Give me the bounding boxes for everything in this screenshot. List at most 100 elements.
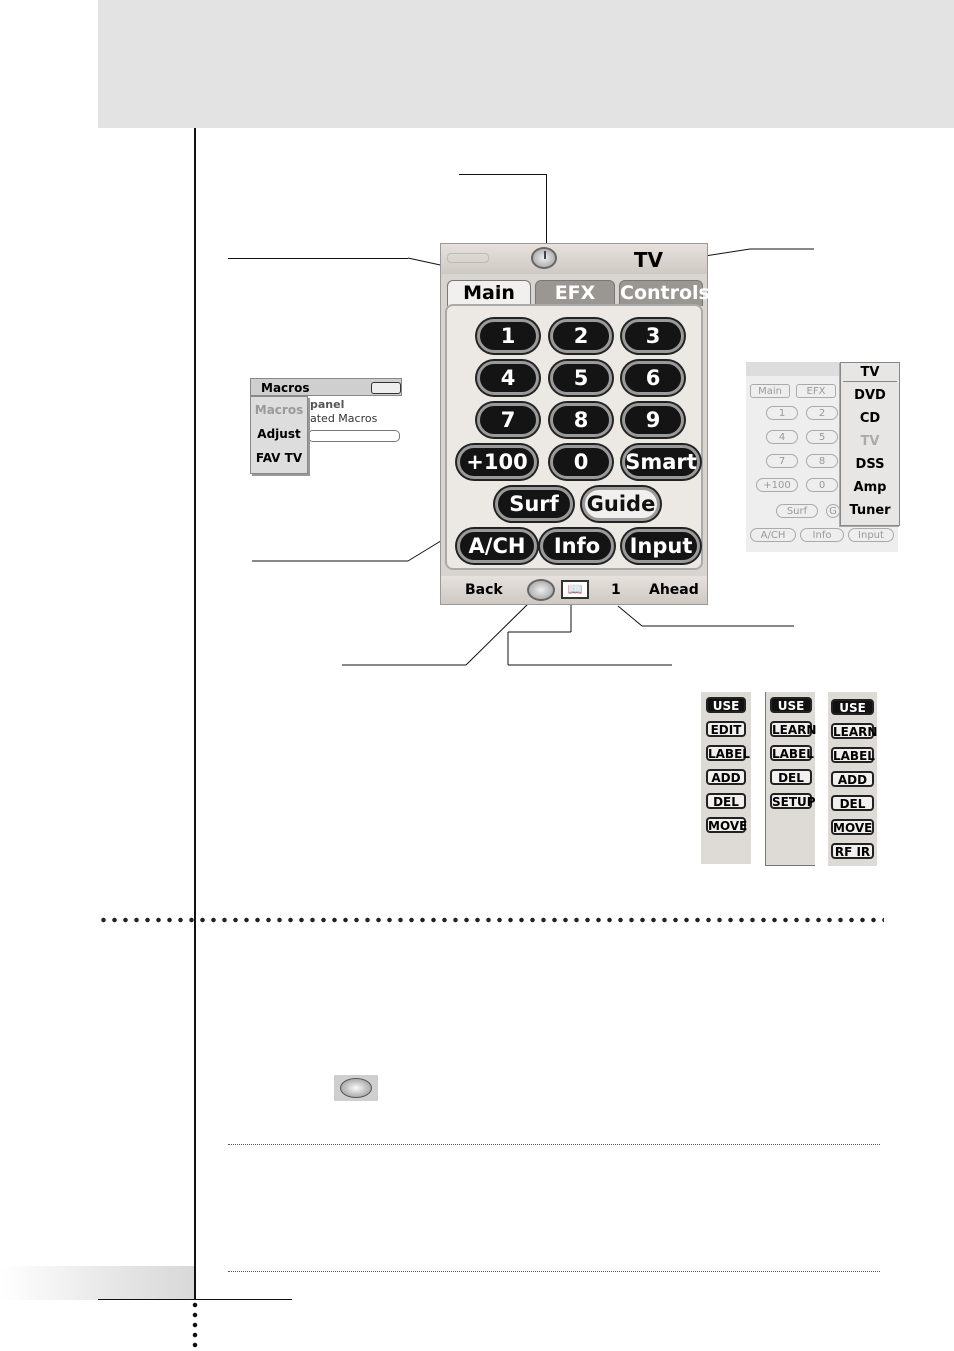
- ghost-key: 0: [806, 478, 838, 492]
- margin-rule: [194, 128, 196, 1300]
- book-icon[interactable]: 📖: [561, 580, 589, 599]
- mode-strip-3: USE LEARN LABEL ADD DEL MOVE RF IR: [828, 692, 877, 866]
- ghost-key: +100: [756, 478, 798, 492]
- key-plus100[interactable]: +100: [457, 445, 537, 479]
- ghost-key: 4: [766, 430, 798, 444]
- ghost-title-bar: [746, 362, 840, 376]
- header-band: [98, 0, 954, 128]
- device-item-cd[interactable]: CD: [859, 411, 881, 426]
- device-icon: [371, 382, 401, 394]
- surf-button[interactable]: Surf: [495, 487, 573, 521]
- ghost-key: 7: [766, 454, 798, 468]
- ghost-key: A/CH: [750, 528, 796, 542]
- mode-use-button[interactable]: USE: [706, 697, 746, 713]
- smart-button[interactable]: Smart: [622, 445, 700, 479]
- background-text: ated Macros: [310, 412, 378, 425]
- key-7[interactable]: 7: [477, 403, 539, 437]
- divider-dotted: [228, 1144, 880, 1146]
- input-button[interactable]: Input: [622, 529, 700, 563]
- ghost-key: Surf: [776, 504, 818, 518]
- mode-label-button[interactable]: LABEL: [706, 745, 750, 761]
- menu-divider: [843, 381, 897, 382]
- background-field: [308, 430, 400, 442]
- mode-add-button[interactable]: ADD: [706, 769, 746, 785]
- device-item-tv-current[interactable]: TV: [860, 434, 880, 449]
- callout-line: [459, 174, 547, 175]
- keypad-panel: 1 2 3 4 5 6 7 8 9 +100 0 Smart Surf Guid…: [445, 304, 703, 570]
- key-1[interactable]: 1: [477, 319, 539, 353]
- mode-move-button[interactable]: MOVE: [706, 817, 748, 833]
- mode-label-button[interactable]: LABEL: [770, 745, 814, 761]
- page-tab: [0, 1266, 194, 1300]
- ghost-key: Input: [848, 528, 894, 542]
- key-2[interactable]: 2: [550, 319, 612, 353]
- mode-del-button[interactable]: DEL: [770, 769, 812, 785]
- mode-move-button[interactable]: MOVE: [831, 819, 874, 835]
- ghost-key: 5: [806, 430, 838, 444]
- key-5[interactable]: 5: [550, 361, 612, 395]
- footer-rule: [98, 1299, 292, 1300]
- mode-strip-1: USE EDIT LABEL ADD DEL MOVE: [701, 692, 751, 864]
- key-0[interactable]: 0: [550, 445, 612, 479]
- device-menu: TV DVD CD TV DSS Amp Tuner: [840, 362, 900, 526]
- device-item-amp[interactable]: Amp: [853, 480, 887, 495]
- callout-line: [546, 174, 547, 258]
- key-9[interactable]: 9: [622, 403, 684, 437]
- mode-edit-button[interactable]: EDIT: [706, 721, 746, 737]
- mode-del-button[interactable]: DEL: [831, 795, 874, 811]
- tab-controls[interactable]: Controls: [619, 280, 710, 306]
- ghost-key: Info: [800, 528, 844, 542]
- mode-rf-ir-button[interactable]: RF IR: [831, 843, 874, 859]
- ghost-key: G: [826, 504, 840, 518]
- key-8[interactable]: 8: [550, 403, 612, 437]
- device-item-dvd[interactable]: DVD: [854, 388, 886, 403]
- menu-item-fav-tv[interactable]: FAV TV: [255, 451, 303, 465]
- macros-title: Macros: [261, 381, 310, 395]
- mode-use-button[interactable]: USE: [770, 697, 812, 713]
- down-knob-icon[interactable]: [527, 579, 555, 601]
- left-knob-icon[interactable]: [531, 247, 557, 269]
- footer-dots: [191, 1300, 199, 1351]
- key-4[interactable]: 4: [477, 361, 539, 395]
- macros-title-bar: Macros: [250, 378, 402, 396]
- mode-setup-button[interactable]: SETUP: [770, 793, 816, 809]
- info-button[interactable]: Info: [540, 529, 614, 563]
- ach-button[interactable]: A/CH: [457, 529, 537, 563]
- ghost-tab: EFX: [796, 384, 836, 398]
- key-6[interactable]: 6: [622, 361, 684, 395]
- ahead-button[interactable]: Ahead: [649, 582, 699, 598]
- navigation-bar: Back 📖 1 Ahead: [441, 576, 707, 604]
- mode-learn-button[interactable]: LEARN: [831, 723, 878, 739]
- macros-popup: Macros panel ated Macros Macros Adjust F…: [250, 378, 402, 474]
- tab-bar: Main EFX Controls: [447, 280, 710, 306]
- mode-add-button[interactable]: ADD: [831, 771, 874, 787]
- device-title-bar: TV: [441, 244, 707, 274]
- back-button[interactable]: Back: [465, 582, 503, 598]
- divider-dotted: [228, 1271, 880, 1273]
- mode-learn-button[interactable]: LEARN: [770, 721, 817, 737]
- device-item-tuner[interactable]: Tuner: [849, 503, 891, 518]
- section-divider: [98, 916, 884, 924]
- callout-line: [228, 258, 408, 259]
- menu-item-adjust[interactable]: Adjust: [257, 427, 301, 441]
- ghost-key: 8: [806, 454, 838, 468]
- guide-button[interactable]: Guide: [582, 487, 660, 521]
- device-popup: Main EFX 1 2 4 5 7 8 +100 0 Surf G A/CH …: [746, 362, 900, 552]
- macros-menu: Macros Adjust FAV TV: [250, 396, 308, 474]
- ghost-tab: Main: [750, 384, 790, 398]
- clock-icon: [334, 1075, 378, 1101]
- mode-use-button[interactable]: USE: [831, 699, 874, 715]
- ghost-key: 2: [806, 406, 838, 420]
- mode-strip-2: USE LEARN LABEL DEL SETUP: [765, 692, 817, 866]
- key-3[interactable]: 3: [622, 319, 684, 353]
- device-name[interactable]: TV: [633, 248, 663, 272]
- page-number: 1: [611, 582, 621, 598]
- mode-label-button[interactable]: LABEL: [831, 747, 875, 763]
- tab-efx[interactable]: EFX: [535, 280, 615, 306]
- menu-item-macros[interactable]: Macros: [254, 403, 304, 417]
- device-item-dss[interactable]: DSS: [855, 457, 885, 472]
- device-item-tv[interactable]: TV: [860, 365, 880, 380]
- mode-del-button[interactable]: DEL: [706, 793, 746, 809]
- tab-main[interactable]: Main: [447, 280, 531, 306]
